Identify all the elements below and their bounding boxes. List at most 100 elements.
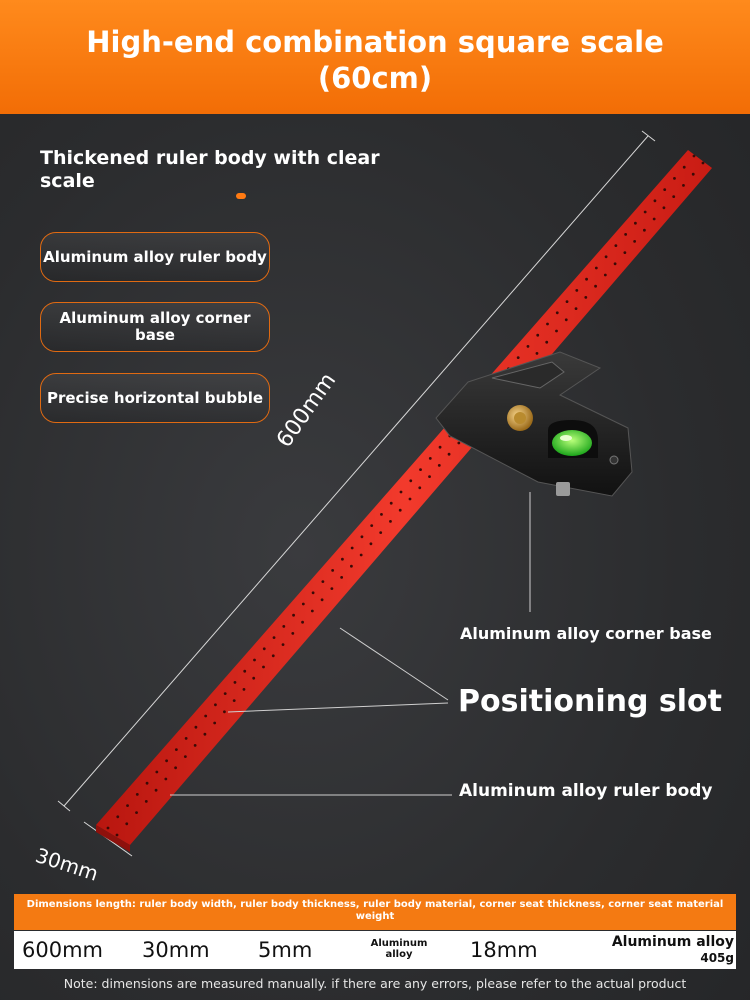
scale-hole: [536, 333, 540, 337]
scale-hole: [320, 598, 324, 602]
scale-hole: [701, 161, 705, 165]
scale-hole: [672, 195, 676, 199]
scale-hole: [253, 658, 256, 662]
scale-hole: [692, 154, 696, 158]
feature-subtitle: Thickened ruler body with clear scale: [40, 147, 380, 192]
scale-hole: [310, 609, 314, 613]
scale-hole: [174, 766, 178, 770]
scale-hole: [155, 770, 159, 774]
dimension-line-length: [57, 130, 656, 812]
scale-hole: [115, 833, 119, 837]
scale-hole: [389, 501, 393, 505]
spec-weight: 405g: [700, 951, 734, 965]
scale-hole: [428, 475, 431, 478]
scale-hole: [594, 284, 597, 288]
scale-hole: [233, 681, 237, 684]
scale-hole: [643, 210, 647, 214]
spec-width: 30mm: [142, 938, 210, 962]
scale-hole: [643, 228, 646, 232]
scale-hole: [634, 221, 637, 225]
spec-length: 600mm: [22, 938, 103, 962]
scale-hole: [399, 490, 403, 494]
scale-hole: [398, 508, 402, 512]
ruler-body: [96, 150, 712, 852]
scale-hole: [291, 632, 295, 635]
scale-hole: [125, 822, 129, 826]
spec-seat-material: Aluminum alloy: [611, 934, 734, 950]
scale-hole: [301, 620, 304, 624]
scale-hole: [633, 240, 637, 243]
scale-hole: [154, 788, 158, 792]
scale-hole: [116, 815, 120, 819]
scale-hole: [409, 479, 413, 483]
scale-hole: [555, 329, 558, 333]
scale-hole: [682, 184, 685, 187]
scale-hole: [350, 546, 354, 550]
scale-hole: [673, 177, 676, 180]
scale-hole: [526, 345, 530, 348]
scale-hole: [281, 643, 285, 646]
spec-table-header: Dimensions length: ruler body width, rul…: [14, 894, 736, 930]
spec-ruler-material: Aluminum alloy: [370, 938, 428, 960]
scale-hole: [223, 692, 227, 695]
scale-hole: [213, 721, 217, 725]
scale-hole: [545, 340, 549, 344]
scale-hole: [301, 602, 305, 606]
scale-hole: [311, 591, 315, 595]
scale-hole: [662, 206, 666, 210]
scale-hole: [126, 804, 129, 807]
scale-hole: [389, 520, 392, 523]
scale-hole: [203, 732, 207, 736]
scale-hole: [623, 251, 627, 255]
scale-hole: [574, 307, 578, 310]
scale-hole: [350, 564, 353, 568]
scale-hole: [252, 676, 256, 680]
scale-hole: [585, 277, 588, 281]
scale-hole: [193, 744, 197, 747]
spec-table-values: 600mm 30mm 5mm Aluminum alloy 18mm Alumi…: [14, 931, 736, 969]
scale-hole: [340, 576, 344, 579]
scale-hole: [165, 759, 169, 763]
scale-hole: [174, 748, 178, 751]
scale-hole: [428, 457, 432, 460]
scale-hole: [272, 636, 276, 639]
scale-hole: [624, 233, 628, 236]
scale-hole: [106, 826, 110, 830]
scale-hole: [408, 497, 412, 501]
scale-hole: [204, 714, 208, 718]
scale-hole: [613, 262, 617, 266]
scale-hole: [565, 300, 569, 303]
scale-hole: [135, 811, 138, 814]
scale-hole: [614, 244, 618, 248]
scale-hole: [516, 356, 520, 359]
scale-hole: [564, 318, 568, 322]
scale-hole: [183, 755, 187, 758]
scale-hole: [243, 669, 247, 673]
callout-leaders: [170, 492, 531, 796]
feature-pill-bubble: Precise horizontal bubble: [40, 373, 270, 423]
scale-hole: [380, 513, 383, 516]
scale-hole: [663, 188, 667, 192]
scale-hole: [584, 296, 588, 299]
scale-hole: [271, 654, 275, 658]
scale-hole: [653, 199, 657, 203]
disclaimer-note: Note: dimensions are measured manually. …: [63, 976, 687, 991]
scale-hole: [457, 441, 461, 445]
scale-hole: [214, 703, 217, 707]
callout-positioning-slot: Positioning slot: [458, 684, 722, 719]
scale-hole: [652, 217, 656, 221]
spirit-level-bubble-icon: [552, 430, 592, 456]
scale-hole: [555, 311, 559, 315]
scale-hole: [223, 710, 226, 714]
scale-hole: [282, 625, 286, 628]
scale-hole: [546, 322, 549, 326]
scale-hole: [194, 725, 198, 729]
scale-hole: [164, 777, 168, 781]
page-title-size: (60cm): [317, 61, 433, 95]
scale-hole: [437, 464, 441, 467]
scale-hole: [262, 647, 266, 651]
spec-seat-thickness: 18mm: [470, 938, 538, 962]
page-title: High-end combination square scale: [86, 25, 664, 59]
scale-hole: [447, 452, 451, 456]
